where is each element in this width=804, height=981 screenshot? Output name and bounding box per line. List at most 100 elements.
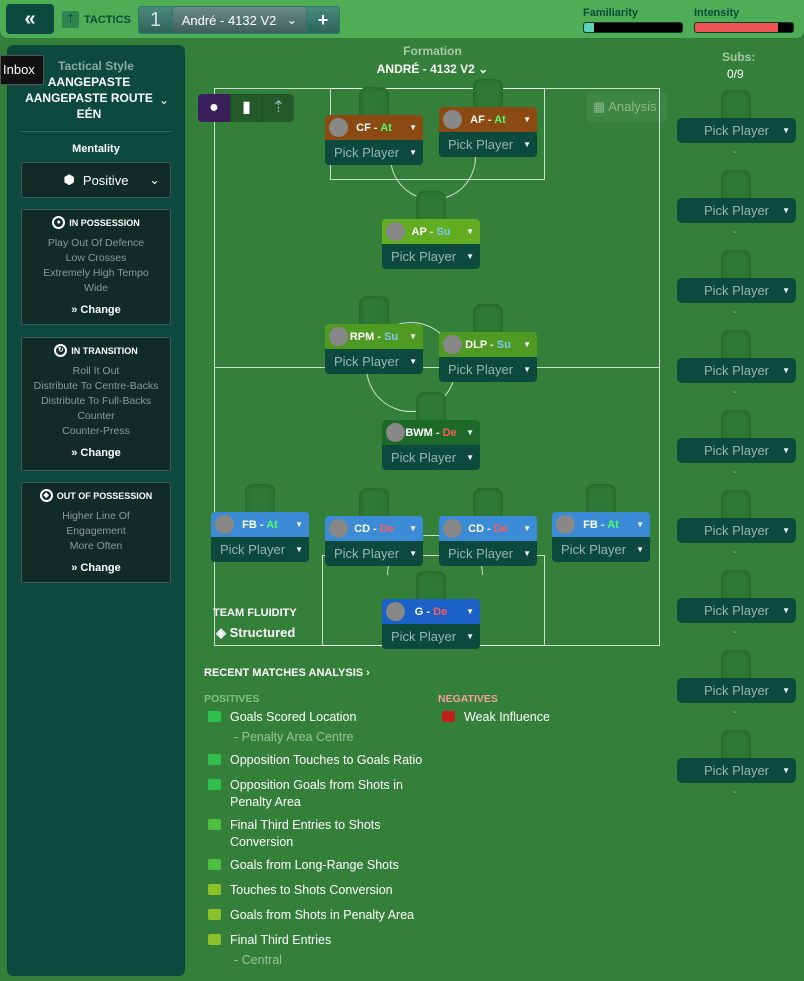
role-label: AP - Su: [411, 225, 451, 238]
instruction-item: Counter-Press: [62, 425, 130, 437]
role-selector[interactable]: FB - At▼: [552, 512, 650, 537]
pick-player-dropdown[interactable]: Pick Player▼: [439, 357, 537, 382]
pick-player-dropdown[interactable]: Pick Player▼: [439, 132, 537, 157]
duty-label: At: [494, 113, 506, 126]
tactics-side-panel: Tactical Style AANGEPASTE AANGEPASTE ROU…: [7, 45, 185, 976]
dropdown-arrow-icon: ▼: [409, 357, 417, 366]
inbox-tooltip[interactable]: Inbox: [0, 55, 44, 85]
sub-pick-player-dropdown[interactable]: Pick Player▼: [677, 438, 796, 463]
positive-text: Goals from Shots in Penalty Area: [230, 908, 415, 922]
dropdown-arrow-icon: ▼: [523, 549, 531, 558]
chevron-down-icon: ⌄: [159, 93, 170, 107]
sub-pick-player-dropdown[interactable]: Pick Player▼: [677, 758, 796, 783]
analysis-button[interactable]: ▦ Analysis: [587, 92, 667, 122]
positive-text: Opposition Touches to Goals Ratio: [230, 753, 423, 767]
thumbs-up-icon: [208, 711, 221, 722]
recent-matches-analysis-link[interactable]: RECENT MATCHES ANALYSIS ›: [204, 667, 370, 679]
role-selector[interactable]: G - De▼: [382, 599, 480, 624]
instruction-item: More Often: [69, 540, 123, 552]
pick-player-dropdown[interactable]: Pick Player▼: [325, 140, 423, 165]
position-card-g: G - De▼Pick Player▼: [382, 599, 480, 649]
tactical-style-dropdown[interactable]: AANGEPASTE AANGEPASTE ROUTE EÉN: [25, 75, 153, 121]
tactic-selector: 1 André - 4132 V2⌄ +: [138, 6, 340, 34]
duty-label: At: [607, 518, 619, 531]
sub-pick-player-dropdown[interactable]: Pick Player▼: [677, 358, 796, 383]
role-selector[interactable]: CD - De▼: [325, 516, 423, 541]
back-button[interactable]: «: [6, 4, 54, 34]
sub-dash: -: [733, 626, 737, 638]
sub-pick-player-dropdown[interactable]: Pick Player▼: [677, 518, 796, 543]
mentality-dropdown[interactable]: ⬢Positive⌄: [21, 162, 171, 198]
role-selector[interactable]: BWM - De▼: [382, 420, 480, 445]
dropdown-arrow-icon: ▼: [636, 545, 644, 554]
sub-pick-player-dropdown[interactable]: Pick Player▼: [677, 278, 796, 303]
player-avatar: [556, 515, 575, 534]
subs-count: 0/9: [727, 67, 744, 81]
positive-item: Final Third Entries to Shots Conversion: [208, 817, 428, 851]
tactic-slot-button[interactable]: 1: [139, 7, 173, 33]
change-in-transition-button[interactable]: » Change: [71, 447, 121, 459]
sub-shirt-icon: [721, 730, 751, 762]
dropdown-arrow-icon: ▼: [409, 549, 417, 558]
duty-label: De: [442, 426, 457, 439]
sub-shirt-icon: [721, 570, 751, 602]
pick-player-dropdown[interactable]: Pick Player▼: [211, 537, 309, 562]
role-selector[interactable]: FB - At▼: [211, 512, 309, 537]
dropdown-arrow-icon: ▼: [782, 446, 790, 455]
sub-pick-player-dropdown[interactable]: Pick Player▼: [677, 198, 796, 223]
pick-player-dropdown[interactable]: Pick Player▼: [325, 349, 423, 374]
dropdown-arrow-icon: ▼: [466, 632, 474, 641]
duty-label: De: [433, 605, 448, 618]
role-selector[interactable]: RPM - Su▼: [325, 324, 423, 349]
positives-label: POSITIVES: [204, 693, 260, 705]
formation-dropdown[interactable]: ANDRÉ - 4132 V2 ⌄: [340, 62, 525, 76]
dropdown-arrow-icon: ▼: [782, 206, 790, 215]
positive-item: Opposition Touches to Goals Ratio: [208, 752, 428, 769]
pick-player-dropdown[interactable]: Pick Player▼: [382, 445, 480, 470]
player-shirt-icon: [416, 191, 446, 223]
player-shirt-icon: [359, 87, 389, 119]
role-label: BWM - De: [405, 426, 457, 439]
duty-label: De: [379, 522, 394, 535]
sub-shirt-icon: [721, 170, 751, 202]
sub-pick-player-dropdown[interactable]: Pick Player▼: [677, 598, 796, 623]
tactics-icon[interactable]: ⇡: [262, 94, 294, 122]
pick-player-dropdown[interactable]: Pick Player▼: [439, 541, 537, 566]
formation-label: Formation: [403, 44, 462, 58]
pick-player-dropdown[interactable]: Pick Player▼: [382, 244, 480, 269]
player-view-icon[interactable]: ●: [198, 94, 230, 122]
dropdown-arrow-icon: ▼: [409, 123, 417, 132]
instruction-item: Higher Line Of: [62, 510, 130, 522]
pick-player-dropdown[interactable]: Pick Player▼: [552, 537, 650, 562]
role-selector[interactable]: CD - De▼: [439, 516, 537, 541]
dropdown-arrow-icon: ▼: [782, 126, 790, 135]
instruction-item: Counter: [77, 410, 115, 422]
tactic-dropdown[interactable]: André - 4132 V2⌄: [173, 7, 307, 33]
sub-dash: -: [733, 146, 737, 158]
dropdown-arrow-icon: ▼: [466, 607, 474, 616]
role-selector[interactable]: AP - Su ▼: [382, 219, 480, 244]
positive-item: Goals from Shots in Penalty Area: [208, 907, 428, 924]
role-selector[interactable]: CF - At▼: [325, 115, 423, 140]
change-out-of-possession-button[interactable]: » Change: [71, 562, 121, 574]
role-selector[interactable]: DLP - Su▼: [439, 332, 537, 357]
pick-player-dropdown[interactable]: Pick Player▼: [382, 624, 480, 649]
intensity-label: Intensity: [694, 7, 740, 19]
change-in-possession-button[interactable]: » Change: [71, 304, 121, 316]
player-shirt-icon: [359, 296, 389, 328]
sub-pick-player-dropdown[interactable]: Pick Player▼: [677, 678, 796, 703]
add-tactic-button[interactable]: +: [317, 9, 329, 30]
role-selector[interactable]: AF - At▼: [439, 107, 537, 132]
role-label: FB - At: [583, 518, 619, 531]
role-label: CD - De: [354, 522, 394, 535]
bar-chart-icon[interactable]: ▮: [230, 94, 262, 122]
duty-label: Su: [436, 225, 451, 238]
team-fluidity-value: ◈ Structured: [216, 625, 296, 640]
sub-pick-player-dropdown[interactable]: Pick Player▼: [677, 118, 796, 143]
dropdown-arrow-icon: ▼: [466, 227, 474, 236]
mentality-icon: ⬢: [63, 172, 75, 187]
tactics-icon: ⇡: [62, 11, 79, 28]
pick-player-dropdown[interactable]: Pick Player▼: [325, 541, 423, 566]
dropdown-arrow-icon: ▼: [782, 766, 790, 775]
